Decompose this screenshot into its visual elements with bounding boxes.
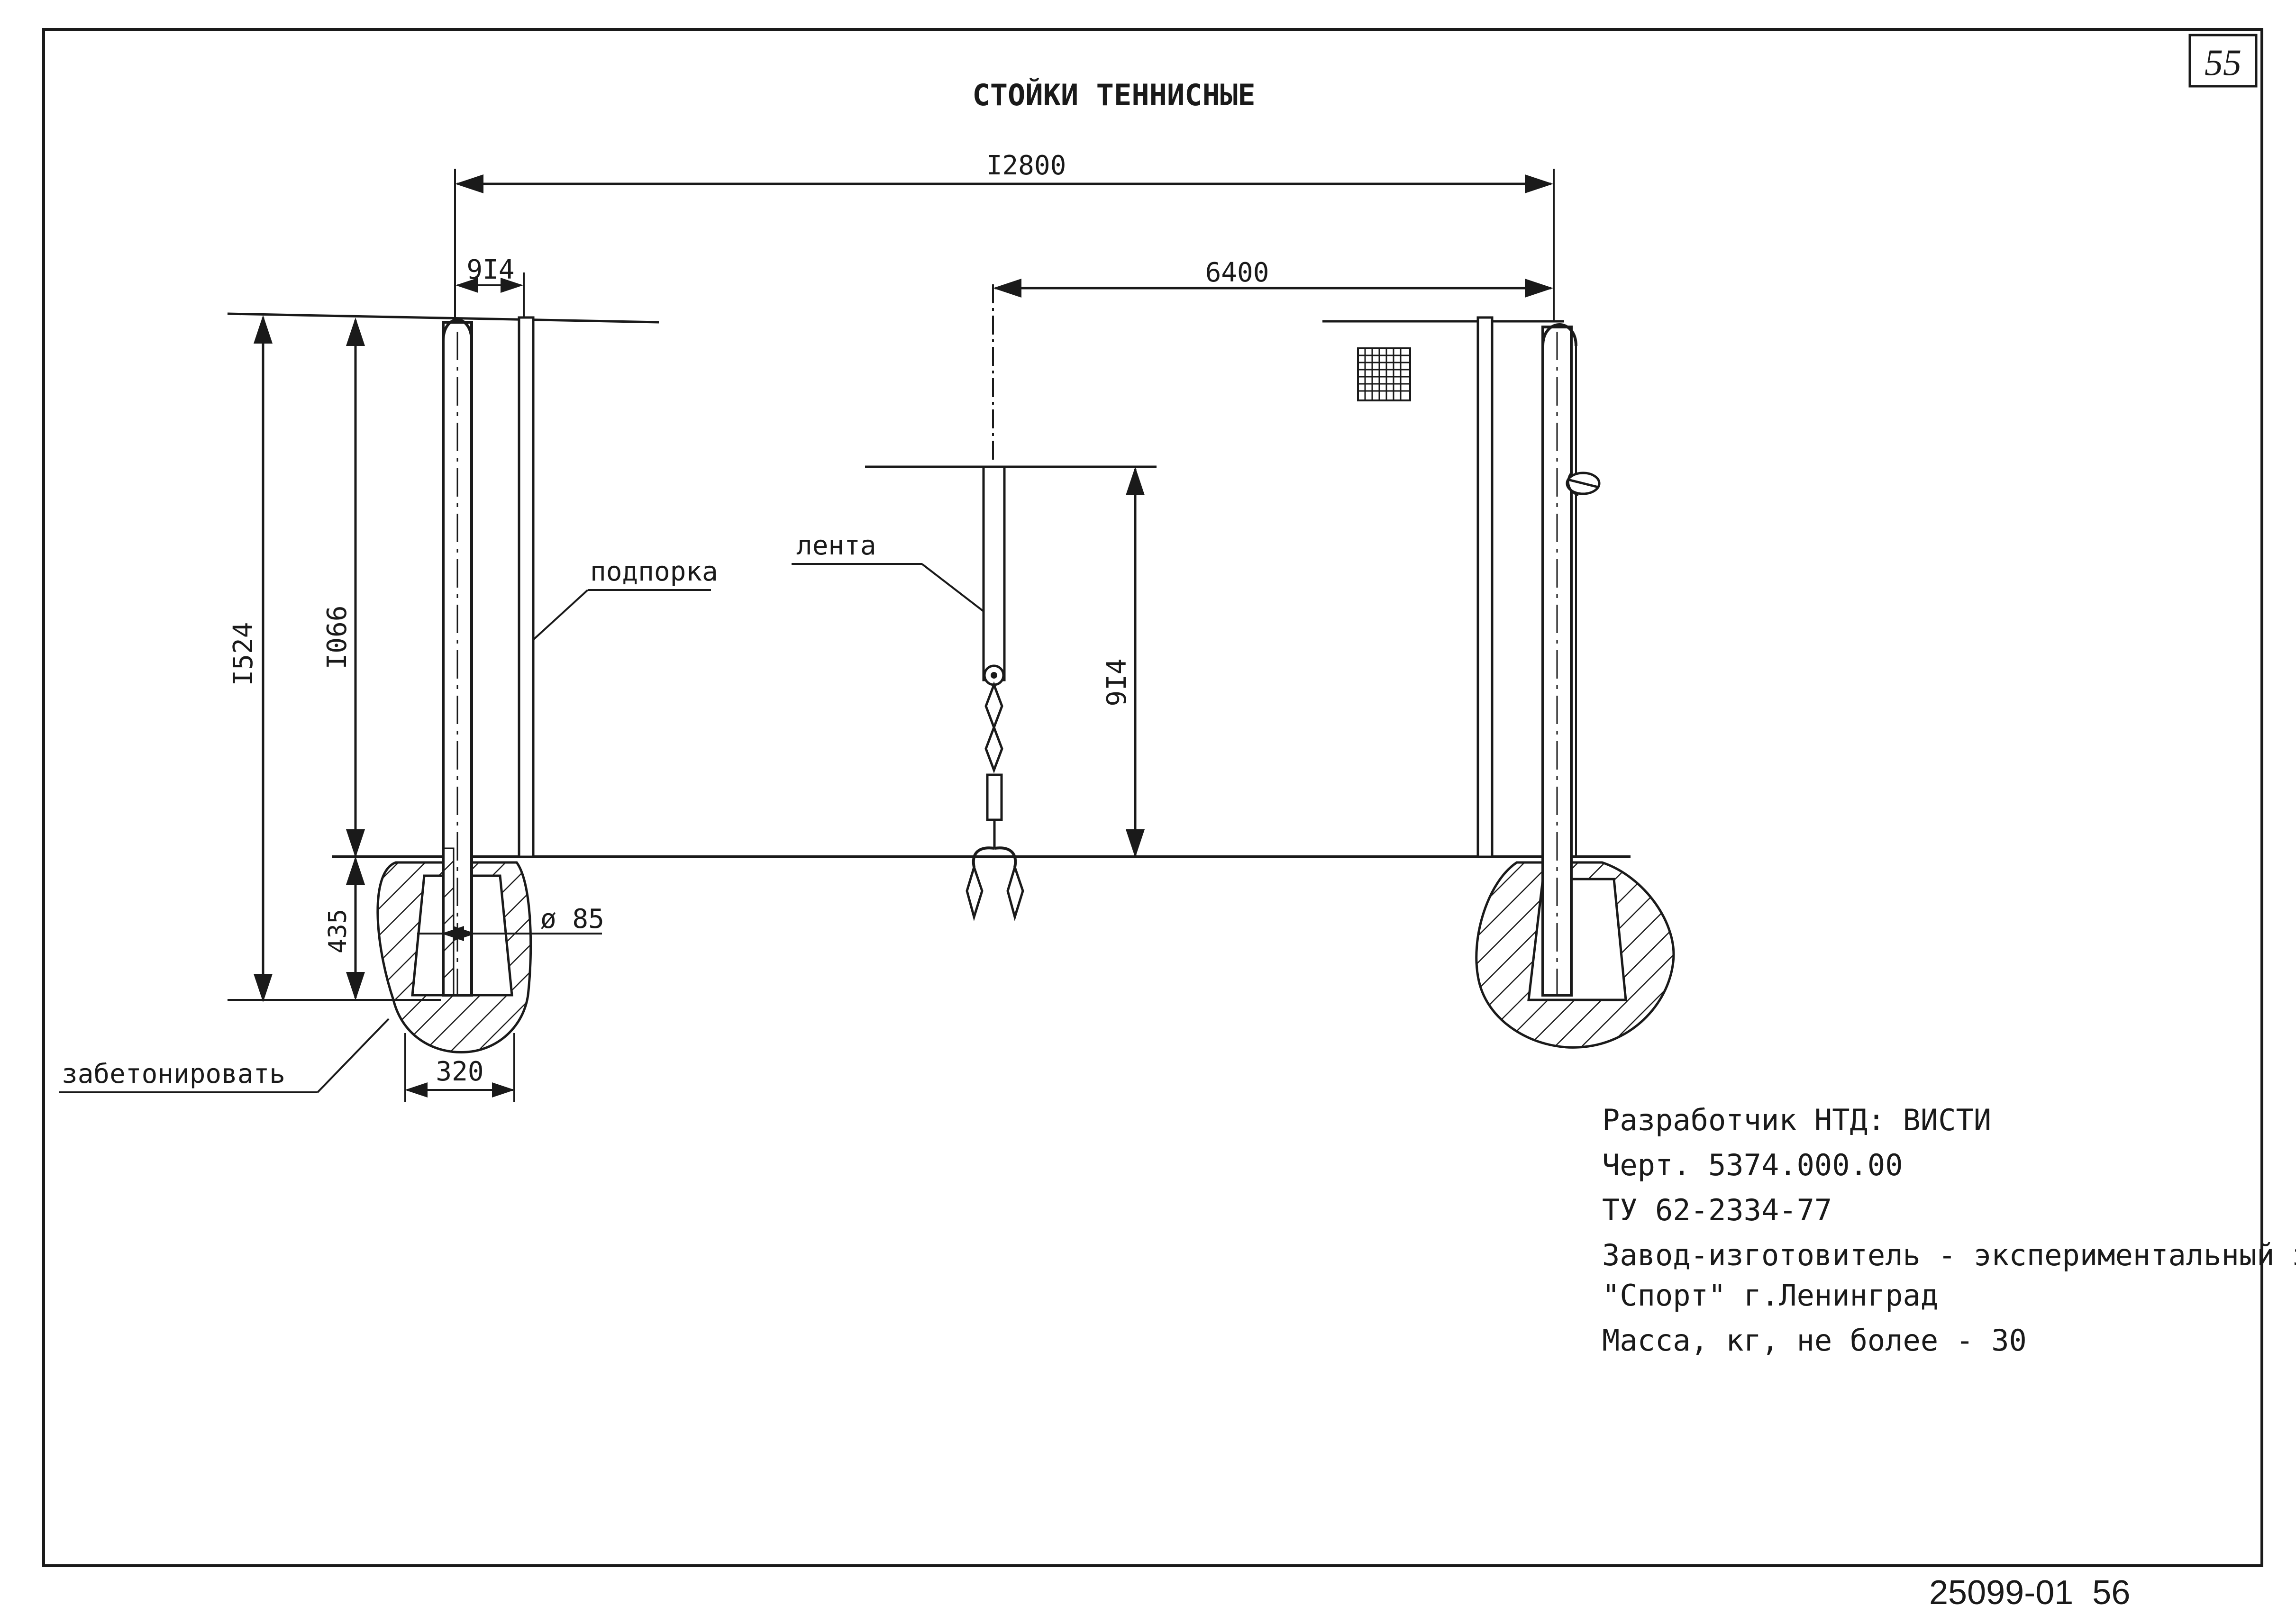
dimension-overall-width: I2800: [454, 150, 1555, 322]
info-spec: ТУ 62-2334-77: [1602, 1193, 1832, 1227]
callout-concrete-label: забетонировать: [62, 1059, 285, 1089]
info-block: Разработчик НТД: ВИСТИ Черт. 5374.000.00…: [1602, 1103, 2296, 1358]
dimension-post-height-label: I524: [228, 622, 259, 686]
drawing-title: СТОЙКИ ТЕННИСНЫЕ: [972, 78, 1255, 112]
net-mesh-icon: [1357, 347, 1411, 401]
dimension-center-height-label: 9I4: [1102, 658, 1132, 706]
dimension-embed-depth-label: 435: [324, 909, 352, 953]
right-tennis-post: [1541, 323, 1577, 997]
footer-archive-code: 25099-01 56: [1929, 1574, 2130, 1612]
sheet-number-box: 55: [2188, 34, 2258, 88]
dimension-post-height: I524: [228, 315, 273, 1002]
dimension-post-diameter-label: ø 85: [540, 904, 604, 934]
right-concrete-footing: [1475, 861, 1675, 1049]
dimension-post-above-ground: I066: [322, 318, 365, 858]
winch-clamp-icon: [1566, 471, 1601, 496]
right-support-strut: [1476, 316, 1494, 858]
dimension-overall-width-label: I2800: [986, 150, 1066, 181]
sheet-number: 55: [2205, 42, 2241, 83]
dimension-post-above-ground-label: I066: [322, 606, 353, 670]
ground-anchor-icon: [966, 846, 1024, 921]
info-manufacturer-line2: "Спорт" г.Ленинград: [1602, 1278, 1938, 1313]
info-developer: Разработчик НТД: ВИСТИ: [1602, 1103, 1991, 1137]
dimension-support-offset: 9I4: [456, 254, 525, 322]
dimension-half-width: 6400: [992, 257, 1553, 462]
dimension-half-width-label: 6400: [1205, 257, 1269, 288]
callout-strap-label: лента: [796, 530, 876, 561]
dimension-footing-width: 320: [404, 1033, 515, 1102]
left-tennis-post: [442, 318, 473, 997]
center-strap-assembly: [865, 465, 1157, 848]
info-manufacturer-line1: Завод-изготовитель - экспериментальный з…: [1602, 1238, 2296, 1272]
callout-support: подпорка: [532, 556, 718, 641]
callout-support-label: подпорка: [590, 556, 718, 587]
info-drawing-number: Черт. 5374.000.00: [1602, 1148, 1903, 1182]
left-support-strut: [518, 316, 535, 858]
dimension-support-offset-label: 9I4: [466, 254, 514, 285]
callout-strap: лента: [792, 530, 984, 612]
callout-concrete: забетонировать: [59, 1018, 390, 1093]
dimension-footing-width-label: 320: [436, 1056, 483, 1087]
dimension-center-height: 9I4: [1102, 467, 1145, 858]
top-reference-line-left: [227, 312, 659, 324]
info-mass: Масса, кг, не более - 30: [1602, 1323, 2027, 1358]
sheet-frame: [42, 28, 2263, 1567]
dimension-post-diameter: ø 85: [417, 904, 604, 941]
